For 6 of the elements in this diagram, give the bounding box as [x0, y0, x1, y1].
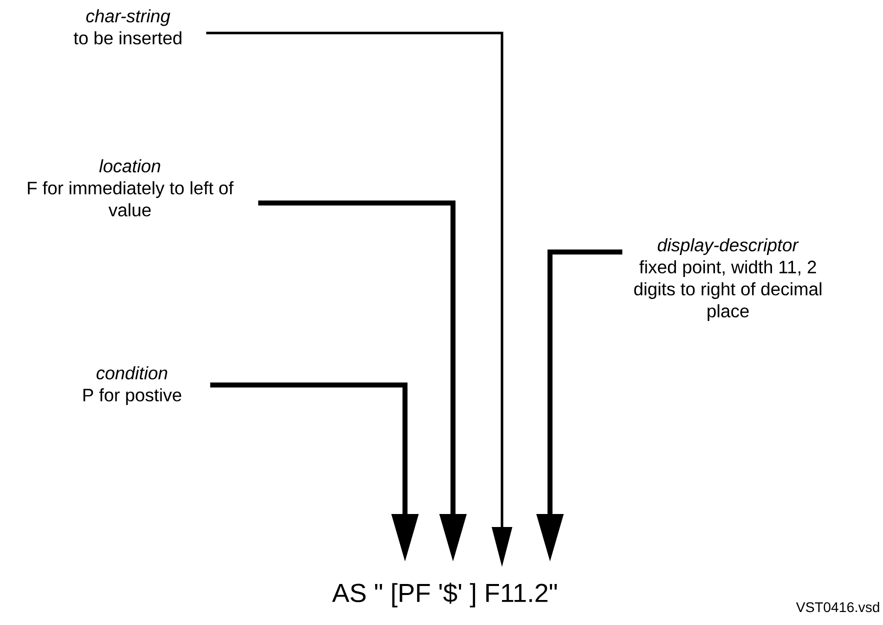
annotation-text: condition P for postive [83, 366, 182, 405]
annotation-text: location F for immediately to left of value [28, 159, 234, 216]
code-statement: AS " [PF '$' ] F11.2" [332, 582, 557, 608]
annotation-text: display-descriptor fixed point, width 11, 2 digits to right of decimal place [634, 238, 822, 321]
annotation-text: char-string to be inserted [74, 9, 182, 44]
file-name: VST0416.vsd [796, 602, 880, 612]
